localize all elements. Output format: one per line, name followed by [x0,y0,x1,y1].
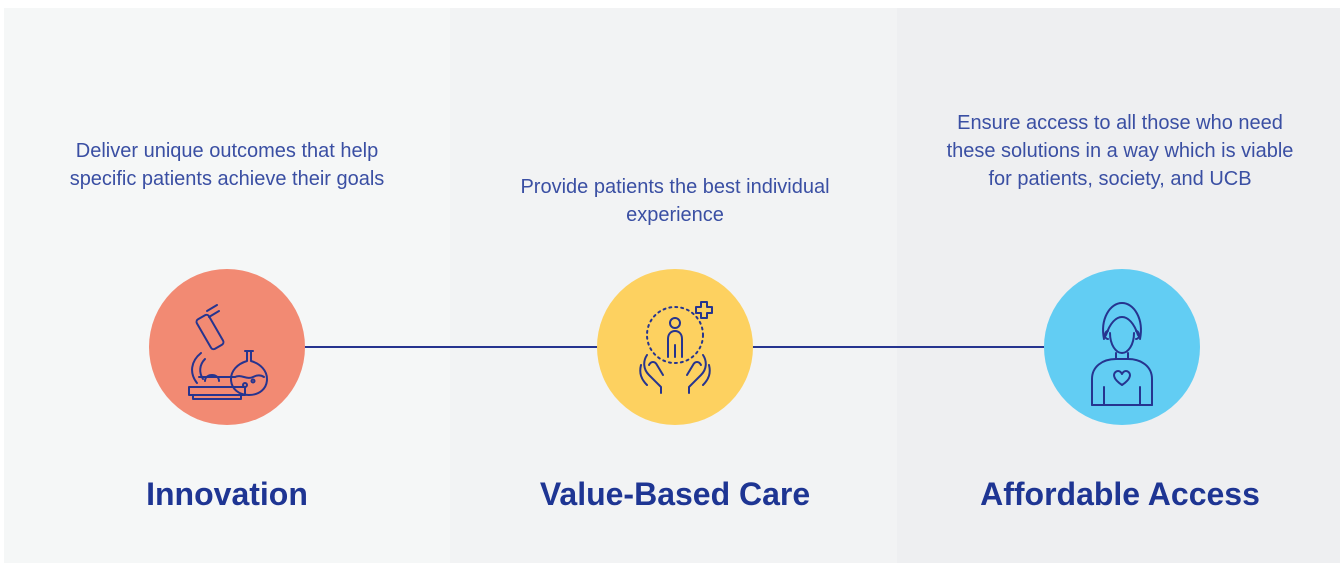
affordable-access-circle [1044,269,1200,425]
pillar-description-value-based-care: Provide patients the best individual exp… [520,176,830,226]
pillar-description-innovation: Deliver unique outcomes that help specif… [69,140,385,190]
value-based-care-circle [597,269,753,425]
innovation-circle [149,269,305,425]
pillar-title-innovation: Innovation [146,476,308,512]
person-heart-icon [1091,302,1153,406]
connector-line-2 [752,346,1046,348]
pillars-diagram: Deliver unique outcomes that help specif… [4,8,1340,563]
pillar-description-affordable-access: Ensure access to all those who need thes… [946,112,1294,190]
hands-person-plus-icon [639,301,713,394]
pillar-title-value-based-care: Value-Based Care [539,476,811,512]
pillar-title-affordable-access: Affordable Access [980,476,1260,512]
connector-line-1 [304,346,598,348]
microscope-flask-icon [188,304,268,400]
